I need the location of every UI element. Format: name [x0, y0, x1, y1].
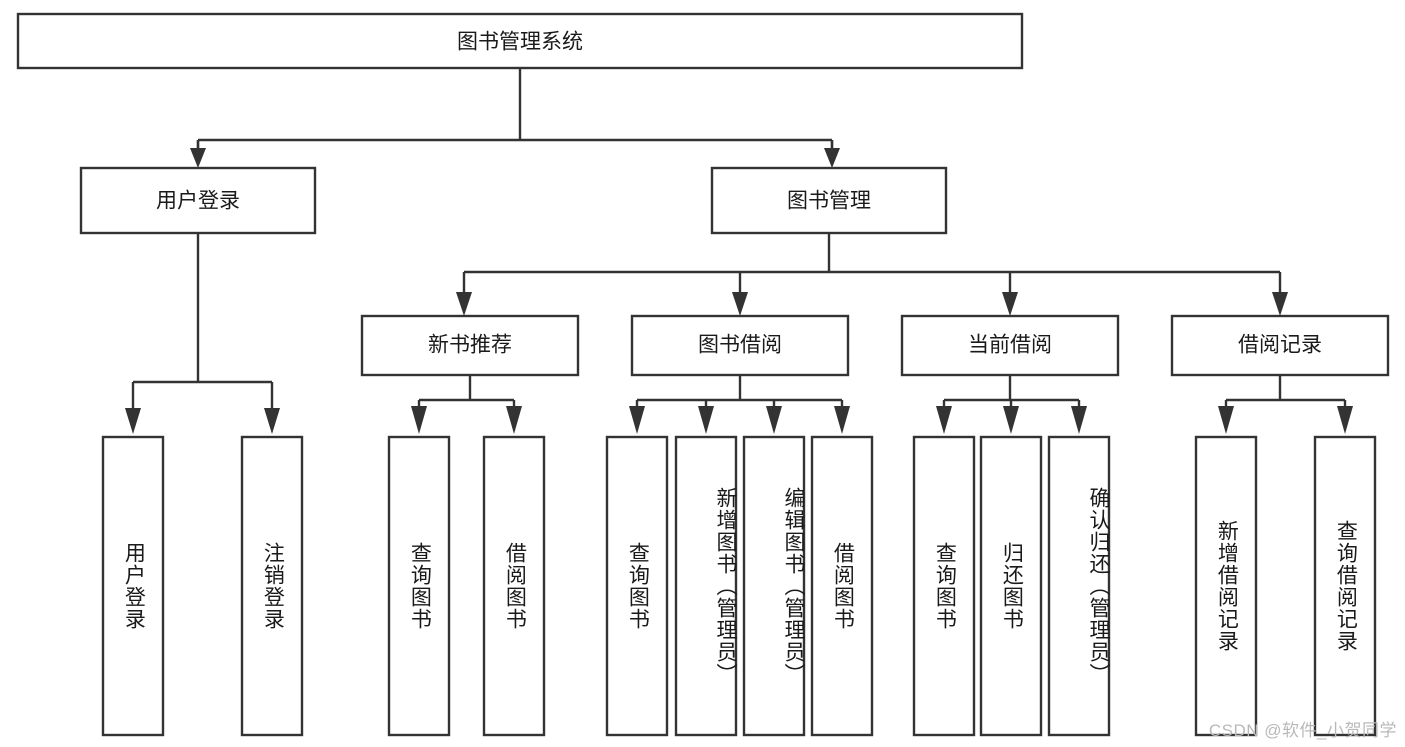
node-leaf-borrow-book-1-box[interactable]: [482, 435, 546, 737]
connector-currentborrow-to-leaves: [936, 375, 1087, 434]
arrow-head-leaf-borrow-book-1: [506, 406, 522, 434]
node-borrow-record[interactable]: 借阅记录: [1170, 314, 1390, 377]
node-user-login[interactable]: 用户登录: [79, 166, 317, 235]
node-leaf-borrow-book-2-box[interactable]: [810, 435, 874, 737]
connector-root-to-level2: [190, 68, 840, 168]
node-user-login-label: 用户登录: [156, 190, 240, 213]
node-leaf-add-borrow-record-box[interactable]: [1194, 435, 1258, 737]
node-leaf-edit-book-box[interactable]: [742, 435, 806, 737]
connector-borrowrecord-to-leaves: [1218, 375, 1353, 434]
node-user-login-box[interactable]: [79, 166, 317, 235]
arrow-head-leaf-logout-login: [264, 408, 280, 434]
arrow-head-leaf-edit-book: [766, 406, 782, 434]
arrow-head-leaf-return-book: [1003, 406, 1019, 434]
arrow-head-borrow-record: [1272, 292, 1288, 316]
node-root[interactable]: 图书管理系统: [16, 12, 1024, 70]
arrow-head-leaf-query-book-1: [411, 406, 427, 434]
arrow-head-leaf-add-borrow-record: [1218, 406, 1234, 434]
node-current-borrow-box[interactable]: [900, 314, 1120, 377]
connector-bookmgmt-to-level3: [456, 233, 1288, 316]
arrow-head-book-borrow: [732, 292, 748, 316]
arrow-head-leaf-query-book-3: [936, 406, 952, 434]
node-book-borrow-box[interactable]: [630, 314, 850, 377]
node-book-borrow[interactable]: 图书借阅: [630, 314, 850, 377]
csdn-watermark: CSDN @软件_小贺同学: [1208, 721, 1397, 740]
node-leaf-confirm-return-box[interactable]: [1047, 435, 1111, 737]
node-leaf-logout-login-box[interactable]: [240, 435, 304, 737]
node-leaf-user-login-box[interactable]: [101, 435, 165, 737]
node-new-book-recommend-label: 新书推荐: [428, 334, 512, 357]
node-leaf-query-book-2-box[interactable]: [605, 435, 669, 737]
node-current-borrow[interactable]: 当前借阅: [900, 314, 1120, 377]
node-borrow-record-box[interactable]: [1170, 314, 1390, 377]
node-root-label: 图书管理系统: [457, 31, 583, 54]
node-book-borrow-label: 图书借阅: [698, 334, 782, 357]
arrow-head-user-login: [190, 148, 206, 168]
node-new-book-recommend[interactable]: 新书推荐: [360, 314, 580, 377]
node-leaf-query-book-3-box[interactable]: [912, 435, 976, 737]
connector-bookborrow-to-leaves: [629, 375, 850, 434]
arrow-head-leaf-user-login: [125, 408, 141, 434]
node-book-management[interactable]: 图书管理: [710, 166, 948, 235]
arrow-head-leaf-query-book-2: [629, 406, 645, 434]
node-borrow-record-label: 借阅记录: [1238, 334, 1322, 357]
connector-newbook-to-leaves: [411, 375, 522, 434]
arrow-head-new-book-recommend: [456, 292, 472, 316]
node-leaf-return-book-box[interactable]: [979, 435, 1043, 737]
arrow-head-leaf-borrow-book-2: [834, 406, 850, 434]
arrow-head-current-borrow: [1002, 292, 1018, 316]
node-leaf-query-borrow-record-box[interactable]: [1313, 435, 1377, 737]
arrow-head-leaf-add-book: [698, 406, 714, 434]
node-leaf-add-book-box[interactable]: [674, 435, 738, 737]
node-leaf-query-book-1-box[interactable]: [387, 435, 451, 737]
node-current-borrow-label: 当前借阅: [968, 334, 1052, 357]
arrow-head-book-management: [824, 148, 840, 168]
node-root-box[interactable]: [16, 12, 1024, 70]
node-book-management-label: 图书管理: [787, 190, 871, 213]
arrow-head-leaf-query-borrow-record: [1337, 406, 1353, 434]
connector-userlogin-to-leaves: [125, 233, 280, 434]
arrow-head-leaf-confirm-return: [1071, 406, 1087, 434]
node-book-management-box[interactable]: [710, 166, 948, 235]
node-new-book-recommend-box[interactable]: [360, 314, 580, 377]
